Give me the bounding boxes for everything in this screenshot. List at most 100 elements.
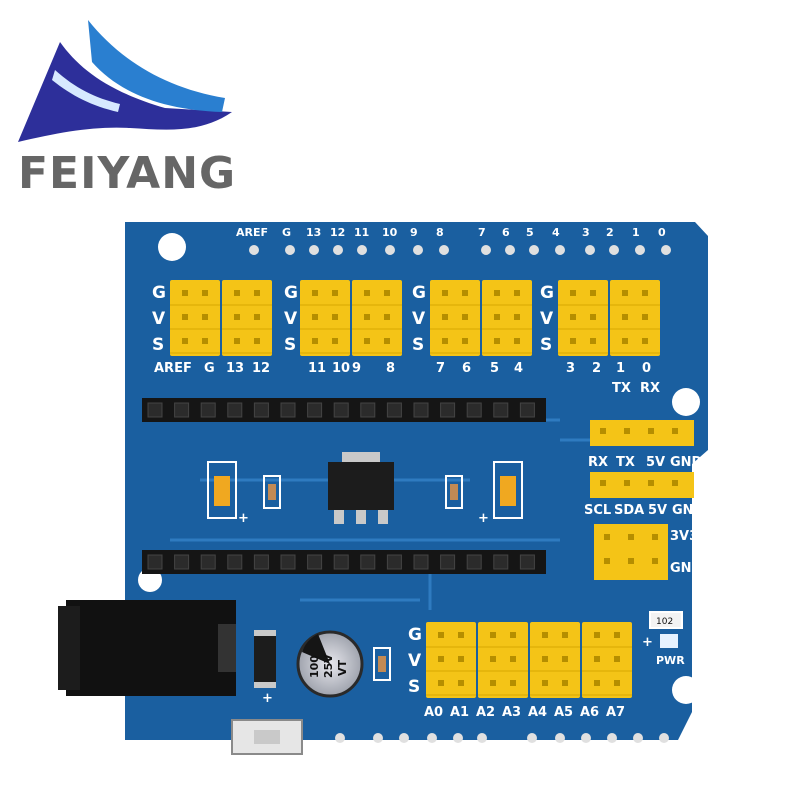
pin-hole bbox=[439, 245, 449, 255]
below-header-label: 2 bbox=[592, 361, 601, 376]
gvs-label-g: G bbox=[412, 283, 426, 303]
pin-hole bbox=[581, 733, 591, 743]
bottom-pin-label: VIN bbox=[474, 745, 500, 760]
yellow-pin-header bbox=[530, 622, 580, 698]
uart-label: 5V bbox=[646, 455, 665, 470]
yellow-header-blocks bbox=[170, 280, 660, 698]
yellow-pin-header bbox=[430, 280, 480, 356]
pin-hole bbox=[285, 245, 295, 255]
bottom-pin-label: A3 bbox=[604, 745, 623, 760]
below-header-label: 0 bbox=[642, 361, 651, 376]
mounting-hole bbox=[672, 388, 700, 416]
pin-hole bbox=[427, 733, 437, 743]
below-header-label: 13 bbox=[226, 361, 244, 376]
analog-label: A1 bbox=[450, 705, 469, 720]
below-header-label: 11 bbox=[308, 361, 326, 376]
gvs-label-s: S bbox=[540, 335, 552, 355]
mounting-hole bbox=[158, 233, 186, 261]
top-pin-label: G bbox=[282, 226, 291, 239]
voltage-regulator bbox=[328, 452, 394, 524]
top-pin-label: 6 bbox=[502, 226, 510, 239]
gvs-label-s: S bbox=[412, 335, 424, 355]
analog-label: A7 bbox=[606, 705, 625, 720]
plus-sign: + bbox=[642, 635, 653, 650]
i2c-header bbox=[590, 472, 694, 498]
yellow-pin-header bbox=[170, 280, 220, 356]
power-label-gnd: GND bbox=[670, 561, 703, 576]
pin-hole bbox=[585, 245, 595, 255]
electrolytic-capacitor: 100 25V VT bbox=[296, 630, 364, 698]
feiyang-logo: FEIYANG bbox=[18, 20, 236, 199]
mounting-hole bbox=[672, 676, 700, 704]
right-side-headers bbox=[590, 420, 694, 580]
gvs-label-s: S bbox=[152, 335, 164, 355]
bottom-pin-label: 5V bbox=[396, 745, 415, 760]
top-pin-label: 0 bbox=[658, 226, 666, 239]
below-header-label: 7 bbox=[436, 361, 445, 376]
brand-name: FEIYANG bbox=[18, 148, 236, 199]
gvs-label-g: G bbox=[540, 283, 554, 303]
pin-hole bbox=[357, 245, 367, 255]
bottom-pin-label: RST bbox=[332, 745, 360, 760]
pin-hole bbox=[609, 245, 619, 255]
pin-hole bbox=[527, 733, 537, 743]
pin-hole bbox=[529, 245, 539, 255]
bottom-pin-label: A5 bbox=[656, 745, 675, 760]
smd-capacitor bbox=[445, 475, 463, 509]
power-label-3v3: 3V3 bbox=[670, 529, 698, 544]
gvs-label-s: S bbox=[284, 335, 296, 355]
below-header-label: 3 bbox=[566, 361, 575, 376]
cap-brand: VT bbox=[336, 659, 349, 676]
below-header-label: 10 bbox=[332, 361, 350, 376]
tantalum-capacitor: + bbox=[207, 461, 249, 526]
top-pin-label: 1 bbox=[632, 226, 640, 239]
plus-sign: + bbox=[478, 511, 489, 526]
bottom-pin-holes bbox=[335, 733, 669, 743]
below-header-label: 12 bbox=[252, 361, 270, 376]
rx-label: RX bbox=[640, 381, 660, 396]
gvs-label-v: V bbox=[152, 309, 166, 329]
pin-hole bbox=[373, 733, 383, 743]
yellow-pin-header bbox=[610, 280, 660, 356]
pin-hole bbox=[659, 733, 669, 743]
uart-header bbox=[590, 420, 694, 446]
uart-label: GND bbox=[670, 455, 703, 470]
analog-label: A3 bbox=[502, 705, 521, 720]
bottom-pin-label: A2 bbox=[578, 745, 597, 760]
pin-hole bbox=[333, 245, 343, 255]
analog-label: A6 bbox=[580, 705, 599, 720]
reset-button[interactable] bbox=[231, 719, 303, 755]
pwr-label: PWR bbox=[656, 654, 685, 667]
logo-light-wave-icon bbox=[88, 20, 225, 112]
gvs-label-v: V bbox=[408, 651, 422, 671]
below-header-label: G bbox=[204, 361, 215, 376]
below-header-label: 6 bbox=[462, 361, 471, 376]
pin-hole bbox=[555, 733, 565, 743]
top-pin-label: 10 bbox=[382, 226, 398, 239]
i2c-label: GND bbox=[672, 503, 705, 518]
top-pin-label: 4 bbox=[552, 226, 560, 239]
below-header-label: 5 bbox=[490, 361, 499, 376]
pin-hole bbox=[309, 245, 319, 255]
diode: + bbox=[254, 630, 276, 706]
top-pin-label: 12 bbox=[330, 226, 345, 239]
analog-label: A2 bbox=[476, 705, 495, 720]
bottom-pin-label: NC bbox=[370, 745, 390, 760]
bottom-pin-label: G bbox=[424, 745, 435, 760]
female-header-top bbox=[142, 398, 546, 422]
bottom-pin-label: A4 bbox=[630, 745, 649, 760]
yellow-pin-header bbox=[222, 280, 272, 356]
yellow-pin-header bbox=[426, 622, 476, 698]
pin-hole bbox=[385, 245, 395, 255]
analog-label: A5 bbox=[554, 705, 573, 720]
pin-hole bbox=[335, 733, 345, 743]
yellow-pin-header bbox=[482, 280, 532, 356]
pin-hole bbox=[399, 733, 409, 743]
plus-sign: + bbox=[238, 511, 249, 526]
bottom-pin-label: A0 bbox=[524, 745, 543, 760]
